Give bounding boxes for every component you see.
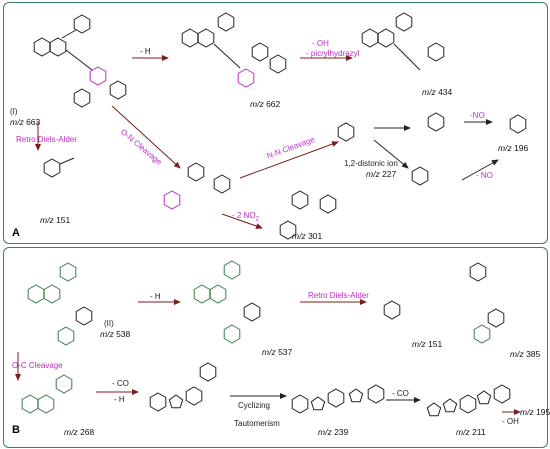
step-b-minus-co-1: - CO — [112, 379, 129, 388]
mz-662: m/z 662 — [250, 99, 281, 109]
step-b-minus-oh: - OH — [502, 417, 519, 426]
step-a-picrylhydrazyl: - picrylhydrazyl — [306, 49, 360, 58]
step-a-minus-no-2: - NO — [476, 171, 493, 180]
structure-151-b — [383, 300, 401, 320]
step-a-minus-h: - H — [140, 47, 151, 56]
note-distonic: 1,2-distonic ion — [344, 159, 398, 168]
mz-196: m/z 196 — [498, 143, 529, 153]
step-b-cyclizing: Cyclizing — [238, 401, 271, 410]
mz-434: m/z 434 — [422, 87, 453, 97]
structure-434 — [361, 12, 445, 71]
panel-a-label: A — [12, 227, 20, 239]
mz-663: m/z 663 — [10, 117, 41, 127]
structure-227 — [337, 122, 355, 142]
structure-537 — [193, 260, 261, 344]
structure-196 — [509, 114, 527, 134]
structure-385 — [469, 262, 505, 344]
compound-ii-id: (II) — [104, 319, 114, 328]
step-b-minus-h-2: - H — [114, 395, 125, 404]
mz-211: m/z 211 — [456, 427, 486, 437]
mz-239: m/z 239 — [318, 427, 349, 437]
structure-151-a — [43, 157, 75, 178]
panel-b: B — [3, 247, 548, 448]
step-a-minus-oh: - OH — [312, 39, 329, 48]
step-a-rda: Retro Diels-Alder — [16, 135, 77, 144]
step-b-minus-co-2: - CO — [392, 389, 409, 398]
step-b-rda: Retro Diels-Alder — [308, 291, 369, 300]
structure-picryl-diphenyl — [163, 162, 231, 210]
mz-227: m/z 227 — [366, 169, 397, 179]
step-a-minus-no-1: -NO — [470, 111, 485, 120]
mz-538: m/z 538 — [100, 329, 131, 339]
panel-a: A — [3, 2, 548, 244]
structure-i — [33, 14, 127, 108]
step-b-tautomerism: Tautomerism — [234, 419, 280, 428]
mz-195: m/z 195 — [520, 407, 550, 417]
structure-211 — [426, 384, 511, 417]
structure-227-b — [427, 112, 445, 132]
structure-239 — [291, 384, 385, 414]
mz-385: m/z 385 — [510, 349, 541, 359]
structure-268 — [21, 374, 73, 414]
structure-662 — [181, 12, 287, 88]
compound-i-id: (I) — [10, 107, 18, 116]
step-b-oc-cleavage: O-C Cleavage — [12, 361, 63, 370]
mz-537: m/z 537 — [262, 347, 293, 357]
mz-151-a: m/z 151 — [40, 215, 71, 225]
panel-b-label: B — [12, 424, 20, 436]
structure-fused — [149, 362, 217, 412]
mz-301: m/z 301 — [292, 231, 323, 241]
mz-268: m/z 268 — [64, 427, 95, 437]
structure-227-c — [411, 166, 429, 186]
structure-ii — [27, 262, 93, 346]
step-a-minus-2no2: - 2 NO2 — [232, 211, 259, 223]
step-b-minus-h: - H — [150, 292, 161, 301]
mz-151-b: m/z 151 — [412, 339, 443, 349]
